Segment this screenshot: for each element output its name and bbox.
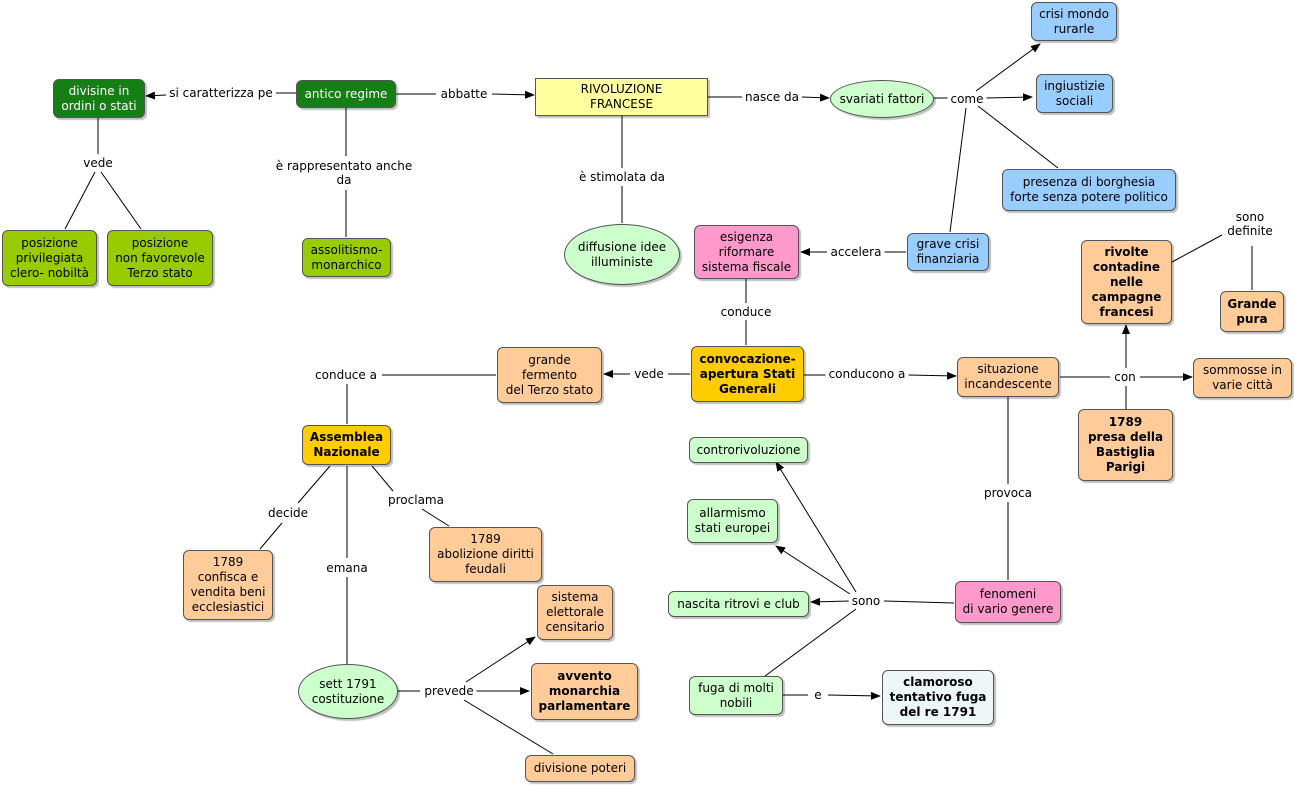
- edge-sono-nascita: [810, 597, 851, 606]
- edge-come-gravecrisi: [949, 107, 967, 233]
- edge-come-presenza: [977, 105, 1059, 169]
- label-provoca: provoca: [980, 486, 1036, 500]
- edge-come-crisimondo: [975, 43, 1041, 92]
- node-confisca[interactable]: 1789 confisca e vendita beni ecclesiasti…: [183, 550, 273, 620]
- node-grave-crisi[interactable]: grave crisi finanziaria: [907, 233, 989, 271]
- node-posizione-non-favorevole[interactable]: posizione non favorevole Terzo stato: [107, 230, 213, 286]
- node-divisine-ordini[interactable]: divisine in ordini o stati: [53, 79, 145, 118]
- edge-assemblea-proclama: [371, 465, 394, 492]
- edge-prevede-sistema: [465, 636, 536, 683]
- label-emana: emana: [323, 561, 371, 575]
- node-rivoluzione-francese[interactable]: RIVOLUZIONE FRANCESE: [535, 78, 708, 116]
- node-sommosse[interactable]: sommosse in varie città: [1193, 358, 1292, 398]
- node-nascita-ritrovi[interactable]: nascita ritrovi e club: [668, 591, 809, 617]
- edge-sono-fuga: [764, 608, 857, 677]
- label-stimolata: è stimolata da: [575, 170, 669, 184]
- label-nasce-da: nasce da: [742, 90, 802, 104]
- node-presa-bastiglia[interactable]: 1789 presa della Bastiglia Parigi: [1078, 409, 1173, 481]
- edge-come-ingiustizie: [984, 93, 1033, 102]
- node-antico-regime[interactable]: antico regime: [296, 80, 396, 108]
- node-presenza-borghesia[interactable]: presenza di borghesia forte senza potere…: [1002, 169, 1176, 211]
- edge-assemblea-decide: [297, 465, 331, 504]
- node-esigenza-riformare[interactable]: esigenza riformare sistema fiscale: [694, 225, 799, 279]
- node-grande-fermento[interactable]: grande fermento del Terzo stato: [497, 347, 602, 403]
- label-conducono-a: conducono a: [825, 367, 909, 381]
- node-assemblea-nazionale[interactable]: Assemblea Nazionale: [302, 425, 391, 465]
- label-sono: sono: [848, 594, 884, 608]
- node-convocazione-stati-generali[interactable]: convocazione- apertura Stati Generali: [691, 346, 804, 402]
- label-rappresentato: è rappresentato anche da: [272, 159, 416, 187]
- edge-rivolte-definite: [1171, 234, 1223, 263]
- edge-e-clamoroso: [827, 691, 881, 700]
- node-fuga-re[interactable]: clamoroso tentativo fuga del re 1791: [882, 670, 994, 725]
- node-posizione-privilegiata[interactable]: posizione privilegiata clero- nobiltà: [2, 230, 97, 286]
- node-diffusione-idee[interactable]: diffusione idee illuministe: [564, 224, 680, 285]
- edge-vede-nonfav: [100, 171, 142, 230]
- node-sistema-elettorale[interactable]: sistema elettorale censitario: [537, 585, 613, 640]
- edge-caratterizza-divisine: [145, 91, 167, 100]
- label-conduce-a: conduce a: [312, 368, 380, 382]
- label-e: e: [811, 688, 825, 702]
- label-proclama: proclama: [385, 493, 447, 507]
- node-divisione-poteri[interactable]: divisione poteri: [525, 755, 635, 782]
- node-situazione-incandescente[interactable]: situazione incandescente: [957, 357, 1059, 397]
- label-vede-mid: vede: [631, 367, 667, 381]
- node-crisi-mondo-rurale[interactable]: crisi mondo rurarle: [1031, 2, 1117, 41]
- edge-conducono-situazione: [907, 371, 957, 380]
- edge-decide-confisca: [259, 522, 283, 550]
- node-fuga-nobili[interactable]: fuga di molti nobili: [689, 676, 783, 715]
- node-ingiustizie-sociali[interactable]: ingiustizie sociali: [1036, 74, 1113, 113]
- node-allarmismo[interactable]: allarmismo stati europei: [687, 499, 778, 543]
- node-controrivoluzione[interactable]: controrivoluzione: [689, 437, 808, 463]
- node-svariati-fattori[interactable]: svariati fattori: [830, 80, 934, 118]
- node-grande-pura[interactable]: Grande pura: [1220, 291, 1284, 332]
- label-decide: decide: [265, 506, 311, 520]
- label-accelera: accelera: [827, 245, 885, 259]
- label-prevede: prevede: [421, 684, 477, 698]
- edge-proclama-abolizione: [421, 508, 450, 527]
- node-costituzione-1791[interactable]: sett 1791 costituzione: [298, 664, 398, 719]
- edge-nasce-svariati: [801, 93, 830, 102]
- edge-prevede-divisione: [463, 699, 554, 755]
- node-fenomeni[interactable]: fenomeni di vario genere: [955, 581, 1061, 623]
- label-sono-definite: sono definite: [1224, 210, 1276, 238]
- edge-fenomeni-sono: [883, 600, 955, 604]
- edge-vede-privilegiata: [64, 171, 96, 230]
- label-con: con: [1111, 370, 1139, 384]
- node-abolizione-diritti[interactable]: 1789 abolizione diritti feudali: [429, 527, 542, 582]
- node-assolutismo[interactable]: assolitismo- monarchico: [302, 238, 391, 277]
- edge-sono-allarmismo: [775, 545, 851, 595]
- label-vede-top: vede: [80, 156, 116, 170]
- node-rivolte-contadine[interactable]: rivolte contadine nelle campagne frances…: [1081, 240, 1172, 324]
- label-conduce: conduce: [717, 305, 775, 319]
- label-come: come: [947, 92, 987, 106]
- label-abbatte: abbatte: [437, 87, 491, 101]
- edge-abbatte-rivoluzione: [491, 90, 535, 99]
- label-si-caratterizza: si caratterizza pe: [166, 86, 276, 100]
- edge-sono-controriv: [775, 461, 857, 593]
- node-avvento-monarchia[interactable]: avvento monarchia parlamentare: [531, 663, 638, 720]
